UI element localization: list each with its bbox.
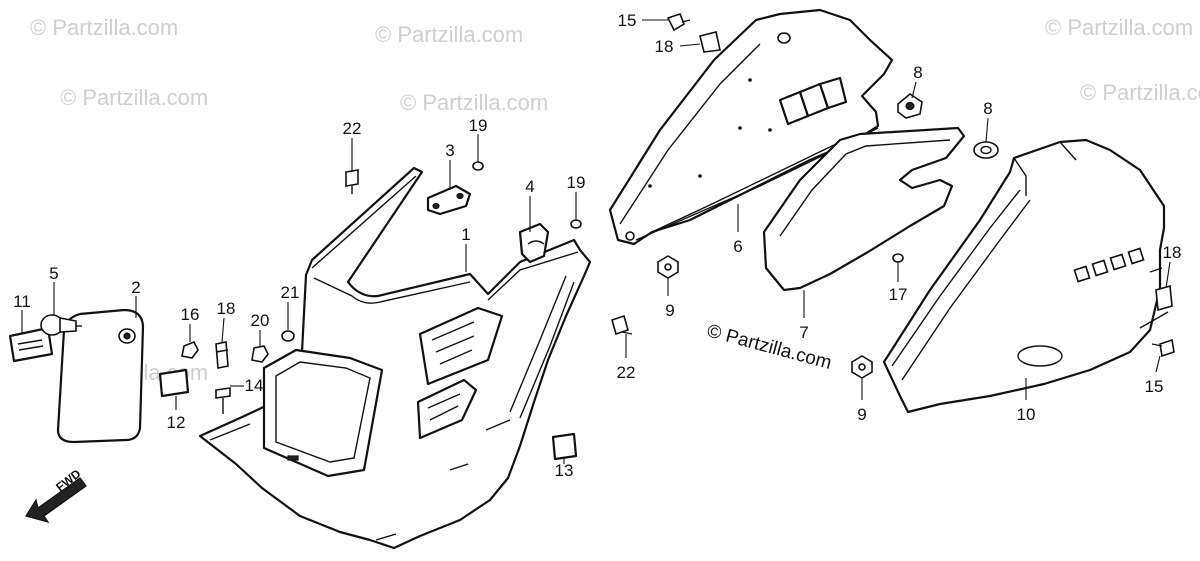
callout-22-top: 22 <box>343 119 362 138</box>
part-side-cover-10 <box>882 138 1166 414</box>
callout-8-upper: 8 <box>913 63 922 82</box>
callout-15-top: 15 <box>618 11 637 30</box>
callout-11: 11 <box>13 292 31 311</box>
watermark: © Partzilla.com <box>30 15 178 40</box>
callout-20: 20 <box>251 311 270 330</box>
callout-5: 5 <box>49 264 58 283</box>
callout-14: 14 <box>245 376 264 395</box>
watermark: © Partzilla.com <box>375 22 523 47</box>
part-pad-12 <box>158 368 190 398</box>
callout-1: 1 <box>461 225 470 244</box>
part-inner-panel-7 <box>762 126 966 292</box>
callout-21: 21 <box>281 283 300 302</box>
callout-19-left: 19 <box>469 116 488 135</box>
callout-8-lower: 8 <box>983 99 992 118</box>
part-bracket-3 <box>426 184 472 216</box>
callout-17: 17 <box>889 285 908 304</box>
callout-18-top: 18 <box>655 37 674 56</box>
callout-2: 2 <box>131 278 140 297</box>
callout-12: 12 <box>167 413 186 432</box>
hardware-right <box>657 13 1175 379</box>
watermark: © Partzilla.com <box>400 90 548 115</box>
watermark: © Partzilla.com <box>60 85 208 110</box>
callout-15-right: 15 <box>1145 377 1164 396</box>
callout-18-left: 18 <box>217 299 236 318</box>
watermark: © Partzilla.com <box>1080 80 1200 105</box>
leader-lines <box>21 19 1171 464</box>
callout-3: 3 <box>445 141 454 160</box>
part-side-cover-6 <box>608 8 894 246</box>
callout-16: 16 <box>181 305 200 324</box>
part-label-11 <box>8 326 54 363</box>
callout-9-right: 9 <box>857 405 866 424</box>
part-pad-13 <box>551 432 578 461</box>
callout-18-right: 18 <box>1163 243 1182 262</box>
callout-10: 10 <box>1017 405 1036 424</box>
watermark: © Partzilla.com <box>1045 15 1193 40</box>
callout-22-lower: 22 <box>617 363 636 382</box>
hardware-left <box>181 161 633 414</box>
callout-4: 4 <box>525 177 534 196</box>
copyright-credit: © Partzilla.com <box>705 321 834 374</box>
callouts: 1 2 3 4 5 6 7 8 8 9 9 10 11 12 13 14 15 … <box>13 11 1181 480</box>
callout-7: 7 <box>799 323 808 342</box>
part-bracket-4 <box>518 222 550 264</box>
callout-6: 6 <box>733 237 742 256</box>
callout-13: 13 <box>555 461 574 480</box>
callout-9-left: 9 <box>665 301 674 320</box>
fwd-arrow: FWD <box>25 466 87 524</box>
callout-19-right: 19 <box>567 173 586 192</box>
part-inner-cover-1 <box>198 166 592 550</box>
part-glove-box-lid <box>56 308 145 444</box>
part-knob-5 <box>40 314 82 336</box>
